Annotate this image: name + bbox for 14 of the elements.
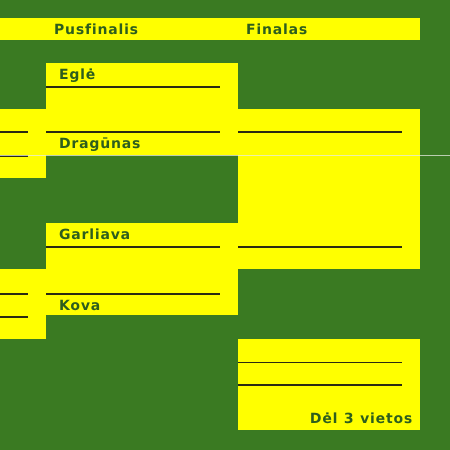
column-heading: Pusfinalis (54, 22, 139, 38)
team-name: Eglė (59, 66, 96, 82)
team-name: Dragūnas (59, 136, 142, 152)
match-label: Dėl 3 vietos (310, 411, 413, 427)
column-heading: Finalas (246, 22, 308, 38)
bracket-box (46, 223, 238, 315)
bracket-box (0, 109, 46, 178)
bracket-box (46, 63, 238, 155)
header-band (0, 18, 420, 40)
bracket-box (0, 269, 46, 339)
bracket-box (238, 339, 420, 430)
bracket-box (238, 109, 420, 269)
team-name: Kova (59, 298, 101, 314)
team-name: Garliava (59, 227, 131, 243)
